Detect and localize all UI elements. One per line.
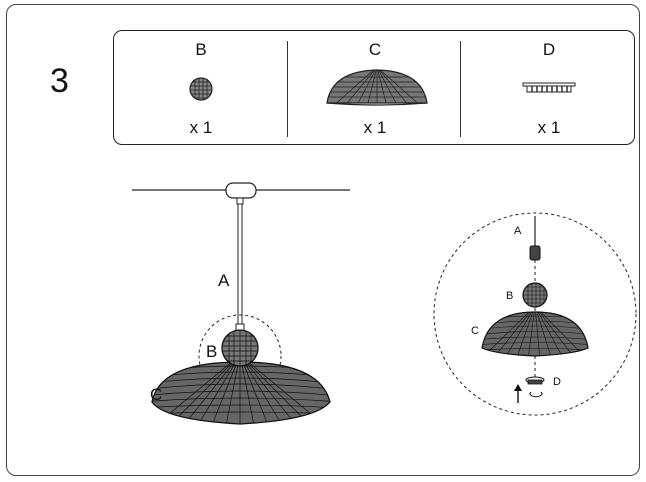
detail-label-ball: B — [506, 290, 513, 302]
part-c-qty: x 1 — [363, 118, 387, 137]
parts-list-box: B C D — [113, 30, 635, 145]
dome-shade-icon — [326, 69, 428, 106]
part-c-letter: C — [368, 40, 382, 59]
detail-dome-shade — [481, 311, 589, 357]
assembled-ball-shade — [221, 329, 259, 367]
ring-nut-icon — [522, 82, 576, 93]
assembled-label-cord: A — [218, 271, 230, 290]
ball-shade-icon — [189, 77, 213, 101]
exploded-detail: A B C D — [433, 212, 637, 416]
detail-label-dome: C — [471, 325, 479, 337]
detail-label-nut: D — [553, 376, 561, 388]
detail-ring-nut — [525, 376, 545, 385]
part-b-qty: x 1 — [189, 118, 213, 137]
lamp-socket — [529, 245, 541, 261]
parts-divider — [287, 41, 288, 137]
exploded-detail-circle — [433, 212, 637, 416]
cord-grip — [236, 197, 244, 205]
assembled-label-dome: C — [150, 385, 162, 404]
up-arrowhead-icon — [514, 384, 522, 391]
instruction-panel — [6, 4, 640, 476]
part-d-letter: D — [542, 40, 556, 59]
assembled-pendant: A B C — [132, 182, 350, 425]
detail-ball-shade — [522, 282, 548, 308]
rotate-arrow-icon — [529, 391, 543, 398]
detail-marker-circle — [198, 314, 282, 398]
part-d-qty: x 1 — [537, 118, 561, 137]
assembled-label-ball: B — [206, 342, 217, 361]
parts-divider — [460, 41, 461, 137]
detail-label-cord: A — [514, 225, 522, 237]
part-b-letter: B — [195, 40, 207, 59]
step-number: 3 — [50, 62, 69, 100]
ceiling-canopy — [225, 182, 257, 199]
